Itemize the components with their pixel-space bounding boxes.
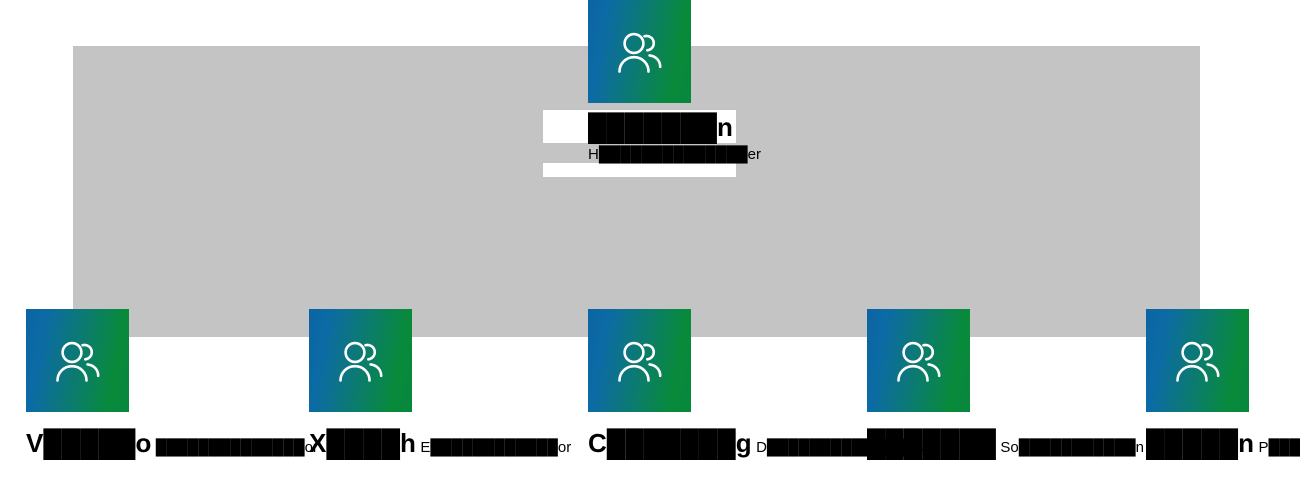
report-3-person-name: C███████g (588, 428, 752, 458)
report-1-person-title: ██████████████or (155, 439, 318, 456)
report-2-avatar-tile (309, 309, 412, 412)
report-2-person-title-wrap: E████████████or (420, 439, 571, 456)
report-4-person-name-wrap: ███████ (867, 430, 1000, 456)
root-person-name-wrap: ███████n (588, 114, 733, 140)
root-title-plate (543, 163, 736, 177)
org-node-report-5-label: █████n P██████████████r (1146, 430, 1300, 456)
people-icon (613, 339, 667, 383)
report-2-person-name: X████h (309, 428, 416, 458)
report-4-person-name: ███████ (867, 428, 996, 458)
people-icon (51, 339, 105, 383)
report-3-avatar-tile (588, 309, 691, 412)
root-person-name: ███████n (588, 112, 733, 142)
org-node-report-2[interactable] (309, 309, 412, 412)
root-avatar-tile (588, 0, 691, 103)
org-node-report-3-label: C███████g D██████████████s (588, 430, 923, 456)
people-icon (892, 339, 946, 383)
people-icon (1171, 339, 1225, 383)
report-3-person-name-wrap: C███████g (588, 430, 756, 456)
root-name-plate (543, 110, 736, 143)
report-1-avatar-tile (26, 309, 129, 412)
org-node-report-4[interactable] (867, 309, 970, 412)
report-1-person-name-wrap: V█████o (26, 430, 156, 456)
org-node-report-4-label: ███████ So███████████n (867, 430, 1144, 456)
report-2-person-title: E████████████or (420, 439, 572, 456)
root-person-title-wrap: H██████████████er (588, 140, 761, 163)
report-1-person-title-wrap: ██████████████or (156, 439, 318, 456)
people-icon (613, 30, 667, 74)
org-node-root[interactable] (588, 0, 691, 103)
org-node-report-1[interactable] (26, 309, 129, 412)
report-1-person-name: V█████o (26, 428, 152, 458)
report-5-person-title: P██████████████r (1258, 439, 1300, 456)
report-5-person-title-wrap: P██████████████r (1258, 439, 1300, 456)
report-5-person-name-wrap: █████n (1146, 430, 1258, 456)
org-node-report-5[interactable] (1146, 309, 1249, 412)
report-5-person-name: █████n (1146, 428, 1254, 458)
org-node-root-label: ███████n H██████████████er (543, 110, 761, 177)
report-4-person-title-wrap: So███████████n (1000, 439, 1144, 456)
report-3-person-title-wrap: D██████████████s (756, 439, 923, 456)
report-4-avatar-tile (867, 309, 970, 412)
people-icon (334, 339, 388, 383)
report-5-avatar-tile (1146, 309, 1249, 412)
report-4-person-title: So███████████n (1000, 439, 1144, 456)
root-person-title: H██████████████er (588, 146, 761, 163)
report-2-person-name-wrap: X████h (309, 430, 420, 456)
report-3-person-title: D██████████████s (756, 439, 924, 456)
org-node-report-2-label: X████h E████████████or (309, 430, 571, 456)
org-node-report-3[interactable] (588, 309, 691, 412)
org-node-report-1-label: V█████o ██████████████or (26, 430, 318, 456)
